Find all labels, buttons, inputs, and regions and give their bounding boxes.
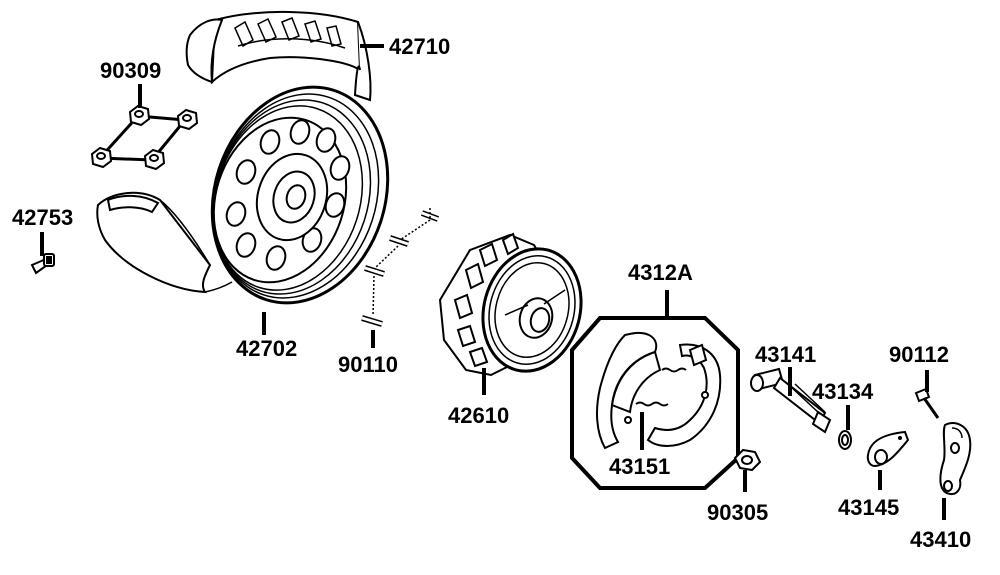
wheel-nuts-drawing [90, 104, 199, 171]
label-42702: 42702 [236, 336, 297, 361]
label-42753: 42753 [12, 205, 73, 230]
label-90110: 90110 [338, 352, 398, 377]
brake-shoes-drawing [596, 332, 722, 450]
label-42610: 42610 [448, 403, 509, 428]
brake-arm-drawing [939, 422, 972, 496]
kit-octagon-outline [570, 316, 740, 490]
label-43141: 43141 [755, 342, 816, 367]
washer-drawing [838, 430, 852, 450]
brake-cam-drawing [750, 367, 832, 434]
label-43410: 43410 [910, 527, 971, 552]
label-90309: 90309 [100, 58, 161, 83]
label-43145: 43145 [838, 495, 899, 520]
label-4312A: 4312A [628, 260, 693, 285]
valve-drawing [30, 253, 55, 275]
label-90305: 90305 [707, 500, 768, 525]
label-43151: 43151 [609, 454, 670, 479]
nut-90305-drawing [733, 448, 762, 472]
label-42710: 42710 [389, 34, 450, 59]
indicator-plate-drawing [866, 430, 910, 468]
studs-drawing [361, 208, 440, 327]
tire-drawing [96, 10, 372, 294]
bolt-drawing [914, 387, 940, 419]
label-43134: 43134 [812, 379, 874, 404]
rim-drawing [210, 85, 390, 305]
label-90112: 90112 [889, 342, 949, 367]
leader-lines [40, 44, 946, 520]
brake-drum-drawing [438, 232, 583, 377]
